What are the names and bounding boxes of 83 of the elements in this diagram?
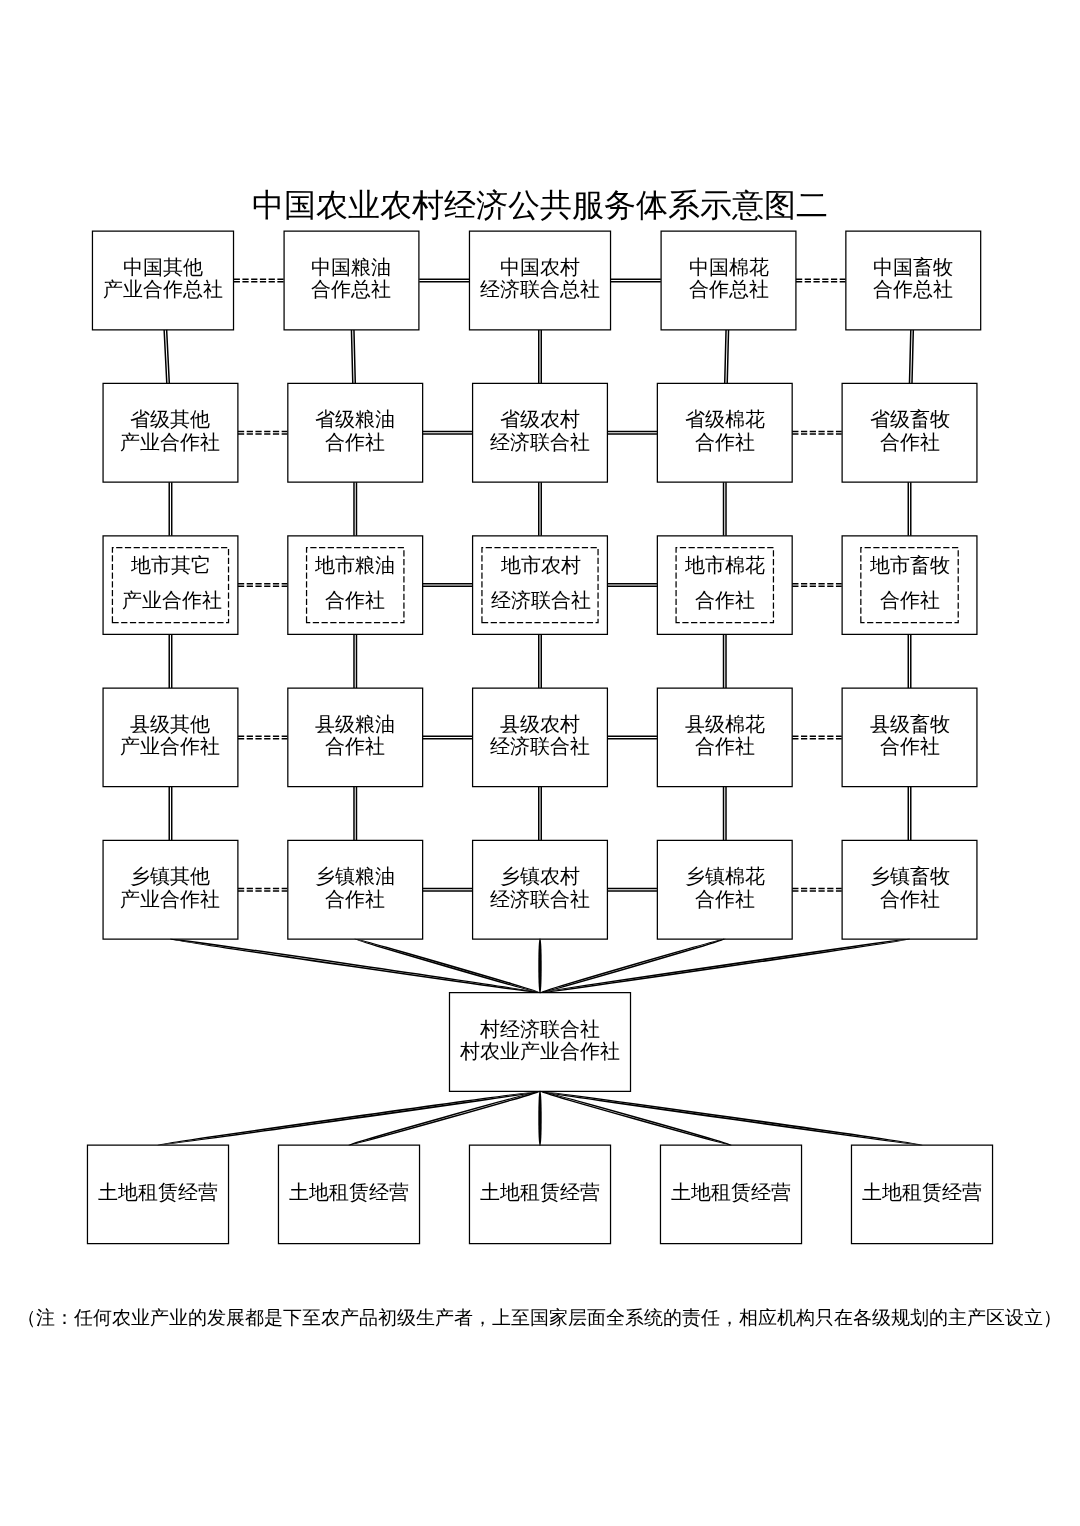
connector bbox=[350, 329, 357, 385]
node-box: 乡镇粮油合作社 bbox=[287, 839, 424, 940]
node-box: 中国畜牧合作总社 bbox=[845, 230, 982, 331]
connector bbox=[538, 786, 542, 842]
connector bbox=[606, 430, 658, 435]
connector bbox=[538, 329, 542, 385]
connector bbox=[722, 481, 727, 537]
connector bbox=[539, 1090, 923, 1146]
connector bbox=[168, 786, 173, 842]
connector bbox=[421, 430, 473, 435]
connector bbox=[237, 430, 289, 435]
node-box: 乡镇棉花合作社 bbox=[656, 839, 793, 940]
node-box: 省级棉花合作社 bbox=[656, 382, 793, 483]
connector bbox=[348, 1090, 541, 1146]
connector bbox=[168, 481, 173, 537]
node-box: 村经济联合社 村农业产业合作社 bbox=[448, 992, 632, 1092]
connector bbox=[421, 583, 473, 588]
node-box: 地市其它产业合作社 bbox=[102, 535, 239, 636]
connector bbox=[163, 329, 171, 385]
label: （注：任何农业产业的发展都是下至农产品初级生产者，上至国家层面全系统的责任，相应机构只在各级规划的主产区设立） bbox=[17, 1306, 1063, 1328]
connector bbox=[237, 887, 289, 892]
node-box: 地市农村经济联合社 bbox=[471, 535, 609, 636]
node-box: 地市粮油合作社 bbox=[287, 535, 424, 636]
node-box: 中国棉花合作总社 bbox=[660, 230, 797, 331]
connector bbox=[421, 735, 473, 740]
node-box: 县级棉花合作社 bbox=[656, 687, 793, 788]
connector bbox=[791, 430, 843, 435]
connector bbox=[538, 938, 542, 994]
connector bbox=[722, 786, 727, 842]
connector bbox=[791, 887, 843, 892]
connector bbox=[237, 735, 289, 740]
connector bbox=[538, 633, 542, 689]
connector bbox=[539, 938, 911, 994]
connector bbox=[354, 938, 541, 994]
node-box: 土地租赁经营 bbox=[86, 1144, 230, 1245]
connector bbox=[609, 278, 662, 283]
node-box: 中国其他产业合作总社 bbox=[91, 230, 235, 331]
node-box: 县级其他产业合作社 bbox=[102, 687, 239, 788]
connector bbox=[169, 938, 541, 994]
node-box: 县级粮油合作社 bbox=[287, 687, 424, 788]
connector bbox=[353, 481, 358, 537]
connector bbox=[157, 1090, 541, 1146]
node-box: 乡镇农村经济联合社 bbox=[471, 839, 609, 940]
node-box: 土地租赁经营 bbox=[659, 1144, 803, 1245]
node-box: 省级其他产业合作社 bbox=[102, 382, 239, 483]
connector bbox=[606, 583, 658, 588]
connector bbox=[237, 583, 289, 588]
connector bbox=[538, 481, 542, 537]
node-box: 县级畜牧合作社 bbox=[841, 687, 978, 788]
connector bbox=[791, 735, 843, 740]
connector bbox=[353, 633, 358, 689]
connector bbox=[168, 633, 173, 689]
node-box: 乡镇其他产业合作社 bbox=[102, 839, 239, 940]
connector bbox=[795, 278, 847, 283]
connector bbox=[538, 1090, 542, 1146]
connector bbox=[791, 583, 843, 588]
node-box: 地市畜牧合作社 bbox=[841, 535, 978, 636]
connector bbox=[539, 1090, 732, 1146]
connector bbox=[418, 278, 470, 283]
node-box: 地市棉花合作社 bbox=[656, 535, 793, 636]
node-box: 县级农村经济联合社 bbox=[471, 687, 609, 788]
connector bbox=[232, 278, 285, 283]
node-box: 省级粮油合作社 bbox=[287, 382, 424, 483]
connector bbox=[539, 938, 726, 994]
diagram-title: 中国农业农村经济公共服务体系示意图二 bbox=[252, 185, 828, 224]
connector bbox=[421, 887, 473, 892]
node-box: 土地租赁经营 bbox=[850, 1144, 994, 1245]
node-box: 省级农村经济联合社 bbox=[471, 382, 609, 483]
connector bbox=[723, 329, 730, 385]
connector bbox=[722, 633, 727, 689]
node-box: 省级畜牧合作社 bbox=[841, 382, 978, 483]
node-box: 土地租赁经营 bbox=[468, 1144, 612, 1245]
node-box: 中国粮油合作总社 bbox=[283, 230, 420, 331]
connector bbox=[353, 786, 358, 842]
connector bbox=[907, 786, 912, 842]
connector bbox=[606, 887, 658, 892]
node-box: 乡镇畜牧合作社 bbox=[841, 839, 978, 940]
connector bbox=[907, 633, 912, 689]
connector bbox=[907, 481, 912, 537]
node-box: 土地租赁经营 bbox=[277, 1144, 421, 1245]
connector bbox=[606, 735, 658, 740]
node-box: 中国农村经济联合总社 bbox=[468, 230, 612, 331]
connector bbox=[908, 329, 915, 385]
